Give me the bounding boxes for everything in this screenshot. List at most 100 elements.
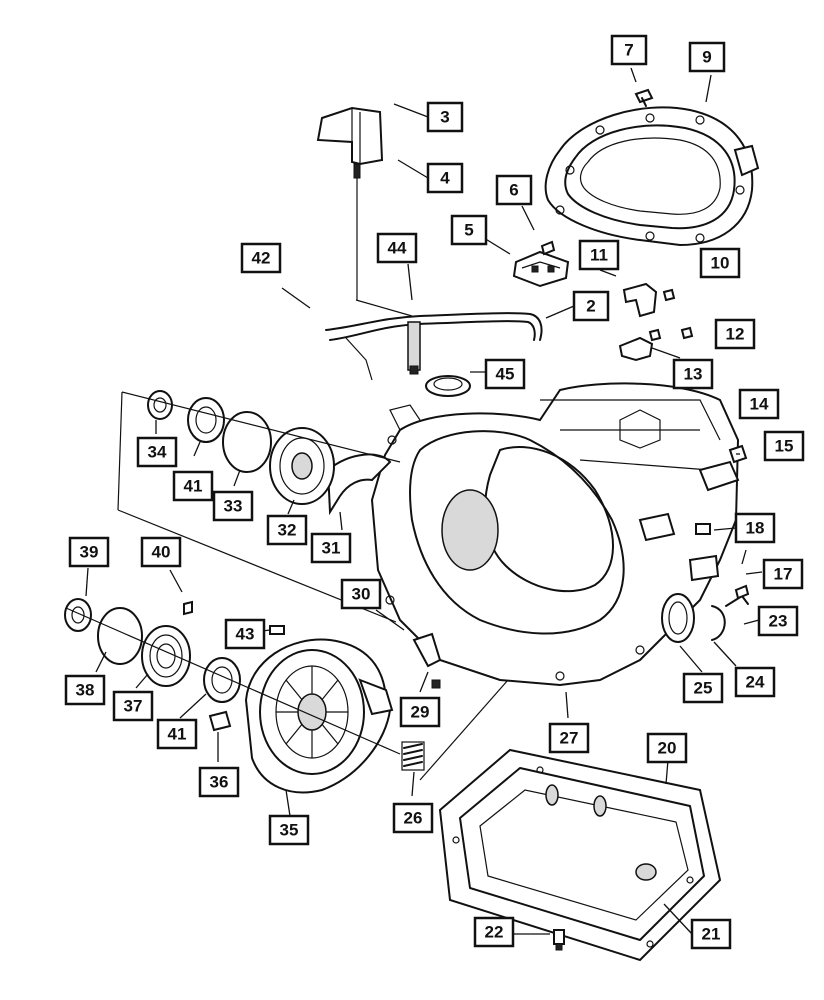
callout-29-label: 29: [411, 703, 430, 722]
callout-29: 29: [399, 696, 441, 728]
callout-2-label: 2: [586, 297, 595, 316]
callout-22: 22: [473, 916, 515, 948]
shim-40: [183, 600, 193, 616]
bolt-43: [269, 625, 285, 635]
callout-23: 23: [757, 605, 799, 637]
callout-5-label: 5: [464, 221, 473, 240]
callout-45: 45: [484, 358, 526, 390]
callout-20: 20: [646, 732, 688, 764]
bracket-11: [622, 282, 676, 318]
bearing-cup-37: [141, 625, 191, 687]
callout-12-label: 12: [726, 325, 745, 344]
gear-32: [269, 427, 335, 505]
bracket-part: [316, 106, 384, 300]
callout-15-label: 15: [775, 437, 794, 456]
seal-25: [661, 593, 695, 643]
callout-41-lower: 41: [156, 718, 198, 750]
callout-32-label: 32: [278, 521, 297, 540]
callout-41-upper-label: 41: [184, 477, 203, 496]
callout-40-label: 40: [152, 543, 171, 562]
callout-27: 27: [548, 722, 590, 754]
callout-11-label: 11: [590, 246, 608, 265]
callout-35-label: 35: [280, 821, 299, 840]
clip-23: [725, 584, 750, 607]
callout-23-label: 23: [769, 612, 788, 631]
callout-27-label: 27: [560, 729, 579, 748]
callout-36-label: 36: [210, 773, 229, 792]
callout-33: 33: [212, 490, 254, 522]
callout-26-label: 26: [404, 809, 423, 828]
callout-22-label: 22: [485, 923, 504, 942]
callout-31: 31: [310, 532, 352, 564]
callout-41-upper: 41: [172, 470, 214, 502]
callout-30-label: 30: [352, 585, 371, 604]
callout-9-label: 9: [702, 48, 711, 67]
callout-12: 12: [714, 318, 756, 350]
callout-14: 14: [738, 388, 780, 420]
callout-39-label: 39: [80, 543, 99, 562]
callout-35: 35: [268, 814, 310, 846]
lever-29: [412, 632, 442, 689]
callout-18-label: 18: [746, 519, 765, 538]
oil-pan: [438, 748, 722, 962]
callout-33-label: 33: [224, 497, 243, 516]
callout-4: 4: [426, 162, 464, 194]
seal-45: [425, 375, 471, 397]
callout-40: 40: [140, 536, 182, 568]
callout-10-label: 10: [711, 254, 730, 273]
callout-37: 37: [112, 690, 154, 722]
callout-21-label: 21: [702, 925, 721, 944]
callout-20-label: 20: [658, 739, 677, 758]
callout-18: 18: [734, 512, 776, 544]
callout-labels: 2 3 4 5 6 7 9 10 11 12 13 14 15 17 18 20…: [64, 34, 805, 950]
callout-7-label: 7: [624, 41, 633, 60]
adapter-plate: [544, 106, 760, 247]
clip-13: [618, 326, 694, 362]
callout-9: 9: [688, 41, 726, 73]
callout-3-label: 3: [440, 108, 449, 127]
callout-43-label: 43: [236, 625, 255, 644]
assembly-lines: [65, 299, 509, 781]
sensor-bracket: [512, 240, 570, 288]
bolt-7: [634, 88, 654, 107]
callout-44-label: 44: [388, 239, 407, 258]
callout-25-label: 25: [694, 679, 713, 698]
callout-38: 38: [64, 674, 106, 706]
callout-13: 13: [672, 358, 714, 390]
cooler-line: [325, 312, 543, 381]
snap-ring-24: [711, 605, 726, 641]
callout-42-label: 42: [252, 249, 271, 268]
bearing-41-lower: [203, 657, 241, 703]
callout-37-label: 37: [124, 697, 143, 716]
leader-lines: [85, 67, 763, 935]
callout-32: 32: [266, 514, 308, 546]
cover-35: [244, 638, 394, 794]
callout-45-label: 45: [496, 365, 515, 384]
callout-38-label: 38: [76, 681, 95, 700]
callout-3: 3: [426, 101, 464, 133]
seal-39: [64, 598, 92, 632]
callout-25: 25: [682, 672, 724, 704]
callout-17: 17: [762, 558, 804, 590]
callout-7: 7: [610, 34, 648, 66]
callout-6-label: 6: [509, 181, 518, 200]
callout-39: 39: [68, 536, 110, 568]
plug-18: [695, 523, 711, 535]
spring-26: [401, 741, 425, 771]
callout-17-label: 17: [774, 565, 793, 584]
callout-15: 15: [763, 430, 805, 462]
callout-24-label: 24: [746, 673, 765, 692]
part-drawings: [64, 88, 760, 962]
callout-42: 42: [240, 242, 282, 274]
callout-2: 2: [572, 290, 610, 322]
callout-21: 21: [690, 918, 732, 950]
ring-38: [97, 607, 143, 665]
callout-6: 6: [495, 174, 533, 206]
seal-34: [147, 390, 173, 420]
transaxle-case: [370, 382, 748, 687]
callout-14-label: 14: [750, 395, 769, 414]
callout-30: 30: [340, 578, 382, 610]
callout-43: 43: [224, 618, 266, 650]
callout-34-label: 34: [148, 443, 167, 462]
